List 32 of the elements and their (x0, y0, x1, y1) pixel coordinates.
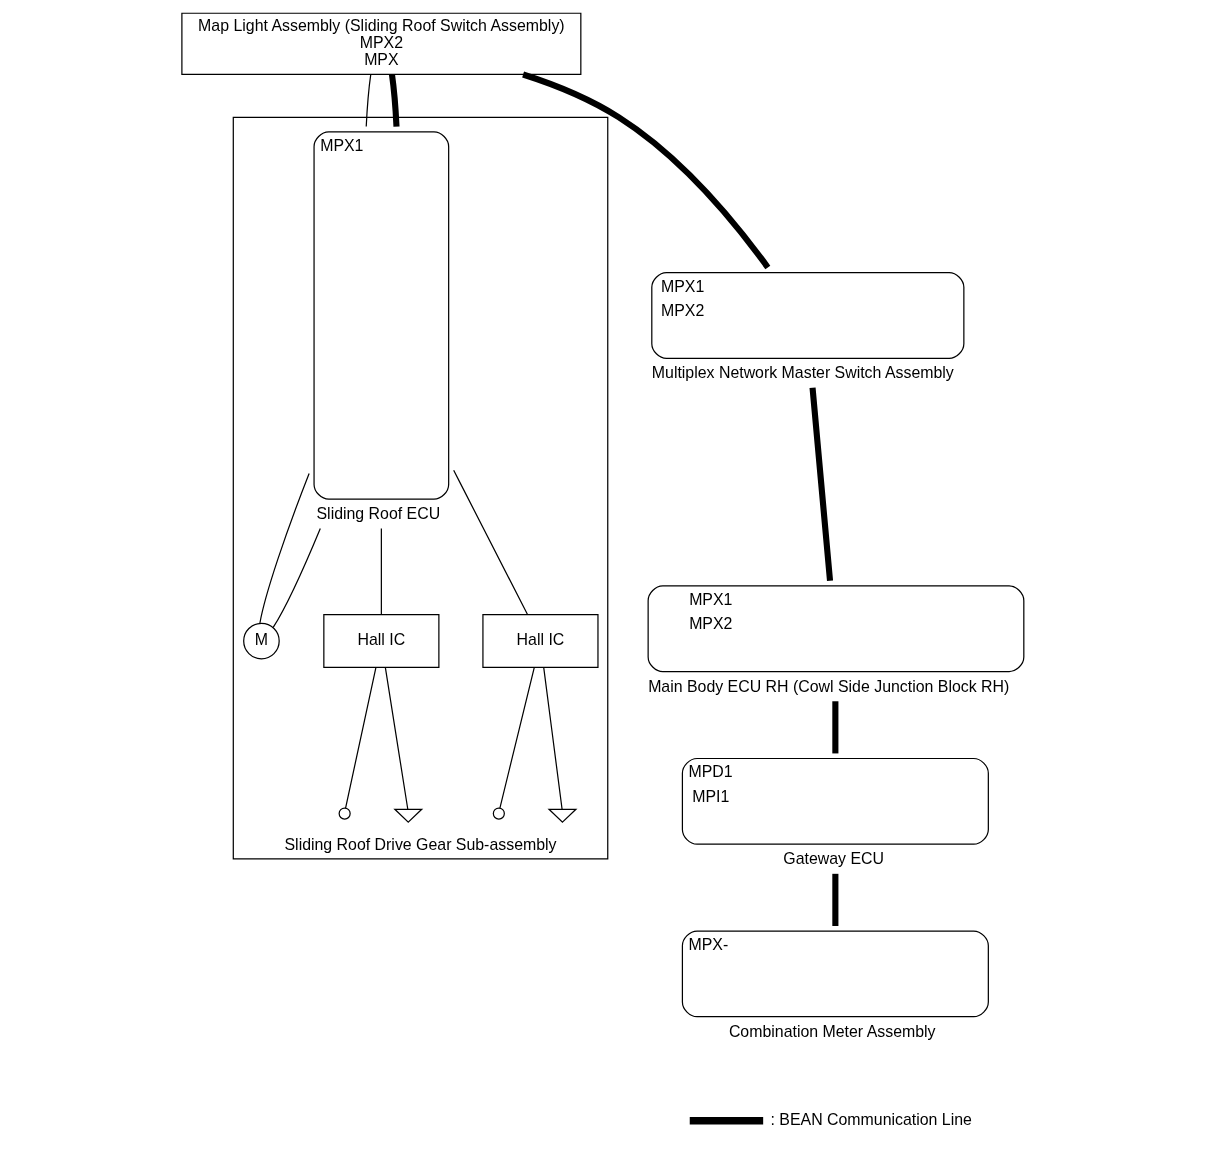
legend-label: : BEAN Communication Line (770, 1110, 972, 1128)
node-ground (393, 808, 424, 823)
node-label: Combination Meter Assembly (728, 1022, 936, 1040)
connector (344, 666, 377, 809)
connector (272, 527, 321, 629)
connector (453, 469, 528, 615)
node-label: Sliding Roof ECU (316, 505, 441, 523)
connector (543, 666, 563, 810)
connector (384, 666, 409, 810)
node-box: MPX1 MPX2 (647, 585, 1025, 673)
node-circle (338, 807, 351, 820)
node-label: Multiplex Network Master Switch Assembly (651, 364, 954, 382)
node-circle (492, 807, 505, 820)
node-box: Map Light Assembly (Sliding Roof Switch Assembly) MPX2 MPX (181, 12, 582, 76)
node-box: MPX1 MPX2 (651, 272, 965, 359)
node-box: MPX1 (313, 131, 450, 500)
node-circle: M (243, 622, 280, 660)
connector (522, 71, 771, 270)
connector (832, 701, 839, 754)
node-label: Gateway ECU (783, 850, 885, 868)
connector (809, 387, 834, 581)
node-box: Hall IC (323, 614, 440, 668)
connector (388, 74, 400, 127)
node-box: MPD1 MPI1 (681, 757, 989, 845)
connector (499, 666, 535, 809)
node-label: Main Body ECU RH (Cowl Side Junction Block RH) (648, 677, 1010, 695)
connector (380, 527, 382, 616)
node-box: Hall IC (482, 614, 599, 668)
connector (259, 472, 310, 624)
node-box: MPX- (681, 930, 989, 1018)
node-ground (547, 808, 578, 823)
connector (365, 74, 372, 128)
